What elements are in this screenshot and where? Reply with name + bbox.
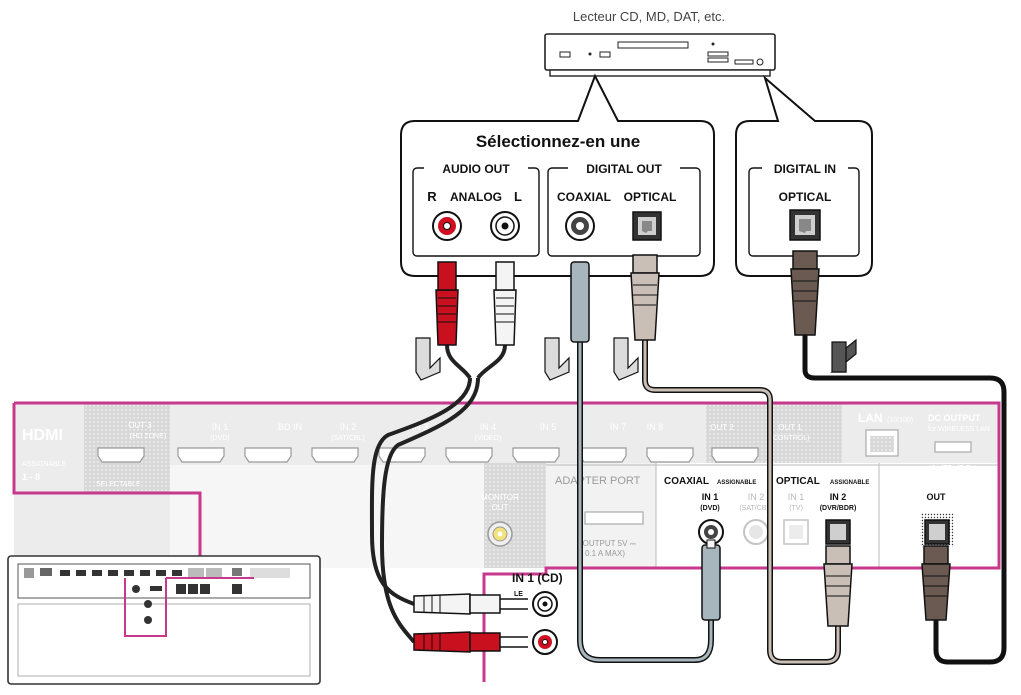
dc-output-label: DC OUTPUT <box>928 413 981 423</box>
hdmi-out2-label: OUT 2 <box>710 423 734 432</box>
source-callout <box>400 73 715 277</box>
optical-cable-in <box>790 250 1007 665</box>
hdmi-in2-sub: (SAT/CBL) <box>331 435 364 442</box>
lan-sub: (10/100) <box>887 417 913 424</box>
dc-output-spec1: (OUTPUT 5V ⎓ <box>928 464 985 473</box>
opt-in1-port <box>783 519 809 545</box>
analog-r-jack <box>432 211 462 241</box>
down-arrow-icon <box>415 337 441 381</box>
digital-in-optical-label: OPTICAL <box>779 190 832 204</box>
coax-in1-sub: (DVD) <box>700 505 719 512</box>
hdmi-out3-sub: (HD ZONE) <box>130 433 166 440</box>
digital-out-legend: DIGITAL OUT <box>586 162 662 176</box>
hdmi-in7-label: IN 7 <box>610 422 627 432</box>
hdmi-out3-label: OUT 3 <box>128 421 152 430</box>
hdmi-in5-label: IN 5 <box>540 422 557 432</box>
digital-in-optical-jack <box>789 209 821 241</box>
audio-out-group <box>412 161 540 257</box>
optical-assignable: ASSIGNABLE <box>830 480 869 486</box>
coaxial-out-jack <box>565 211 595 241</box>
coaxial-assignable: ASSIGNABLE <box>717 480 756 486</box>
hdmi-out1-sub: (CONTROL) <box>771 435 810 442</box>
coax-in2-jack <box>743 519 769 545</box>
analog-cable <box>369 261 528 653</box>
dc-output-spec2: 0.6 A MAX) <box>928 474 968 483</box>
digital-out-group <box>547 161 701 257</box>
cd-player-device <box>544 33 776 77</box>
hdmi-assignable-range: 1 - 8 <box>22 472 40 482</box>
analog-r-label: R <box>427 189 437 204</box>
hdmi-in3-label: IN 3 <box>412 422 429 432</box>
optical-cable-out <box>630 254 853 665</box>
opt-in1-sub: (TV) <box>789 505 803 512</box>
adapter-port-label: ADAPTER PORT <box>555 475 641 487</box>
up-arrow-icon <box>830 338 857 373</box>
hdmi-in1-label: IN 1 <box>212 422 229 432</box>
hdmi-in1-sub: (DVD) <box>210 435 229 442</box>
monitor-out-label2: OUT <box>492 503 509 512</box>
cd-in-label: IN 1 (CD) <box>512 571 563 585</box>
analog-l-jack <box>490 211 520 241</box>
cd-in-l-jack <box>532 591 558 617</box>
monitor-out-label: MONITOR <box>481 493 519 502</box>
hdmi-selectable-label: SELECTABLE <box>96 481 141 488</box>
digital-in-callout <box>735 75 873 277</box>
adapter-port <box>584 511 644 525</box>
coax-in2-sub: (SAT/CBL) <box>739 505 772 512</box>
analog-l-label: L <box>514 189 522 204</box>
adapter-spec2: 0.1 A MAX) <box>585 549 625 558</box>
lan-port <box>865 429 899 457</box>
opt-in2-port <box>825 519 851 545</box>
hdmi-in8-label: IN 8 <box>647 422 664 432</box>
coax-in1-label: IN 1 <box>702 492 719 502</box>
optical-out-jack <box>632 211 662 241</box>
coaxial-out-label: COAXIAL <box>557 190 611 204</box>
down-arrow-icon <box>544 337 570 381</box>
opt-out-port <box>920 513 954 547</box>
hdmi-in4-sub: (VIDEO) <box>475 435 501 442</box>
device-label: Lecteur CD, MD, DAT, etc. <box>573 9 725 24</box>
optical-label: OPTICAL <box>776 476 820 487</box>
analog-label: ANALOG <box>450 190 502 204</box>
hdmi-out1-label: OUT 1 <box>778 423 802 432</box>
lan-label: LAN <box>858 411 883 425</box>
receiver-thumbnail <box>7 555 321 685</box>
opt-in1-label: IN 1 <box>788 492 805 502</box>
digital-in-legend: DIGITAL IN <box>774 162 836 176</box>
cd-in-sub: LE <box>514 591 523 598</box>
callout-title: Sélectionnez-en une <box>476 132 640 151</box>
cd-in-r-jack <box>532 629 558 655</box>
coaxial-label: COAXIAL <box>664 476 709 487</box>
dc-output-sub: for WIRELESS LAN <box>928 426 990 433</box>
hdmi-assignable-label: ASSIGNABLE <box>22 461 67 468</box>
optical-out-label: OPTICAL <box>624 190 677 204</box>
audio-out-legend: AUDIO OUT <box>442 162 510 176</box>
coaxial-cable <box>570 261 721 663</box>
hdmi-label: HDMI <box>22 427 63 444</box>
opt-in2-label: IN 2 <box>830 492 847 502</box>
opt-out-label: OUT <box>927 492 947 502</box>
hdmi-ports <box>97 447 759 463</box>
coax-in2-label: IN 2 <box>748 492 765 502</box>
adapter-spec1: (OUTPUT 5V ⎓ <box>580 539 637 548</box>
monitor-out-jack <box>487 521 513 547</box>
down-arrow-icon <box>613 337 639 381</box>
opt-in2-sub: (DVR/BDR) <box>820 505 857 512</box>
hdmi-in4-label: IN 4 <box>480 422 497 432</box>
hdmi-bd-in-label: BD IN <box>278 422 302 432</box>
hdmi-in2-label: IN 2 <box>340 422 357 432</box>
dc-output-port <box>934 441 972 453</box>
